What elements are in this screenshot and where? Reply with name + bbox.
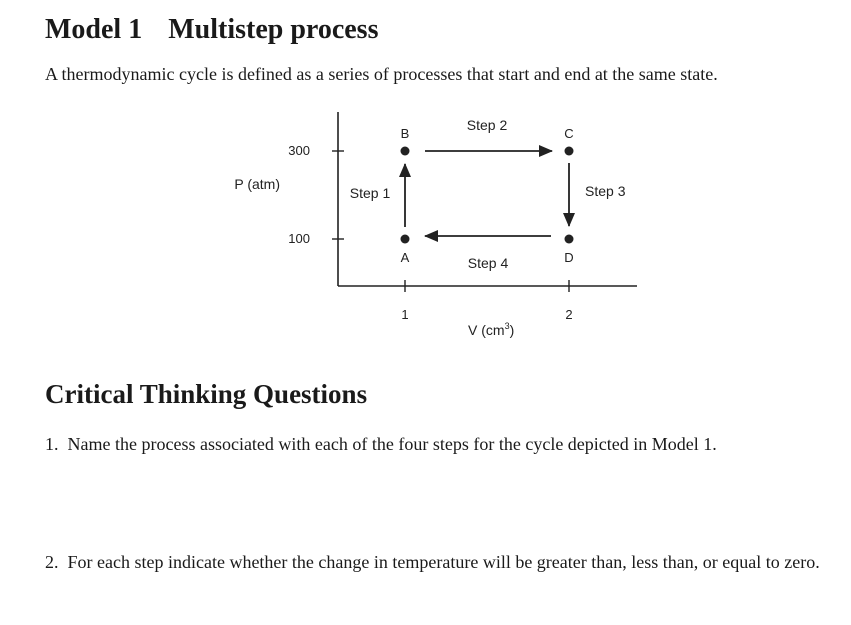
model-title: Multistep process bbox=[168, 14, 379, 45]
y-tick-label-300: 300 bbox=[288, 143, 310, 158]
step-2-label: Step 2 bbox=[467, 117, 508, 133]
question-1-text: Name the process associated with each of… bbox=[67, 434, 717, 454]
model-intro: A thermodynamic cycle is defined as a se… bbox=[45, 64, 718, 84]
y-tick-label-100: 100 bbox=[288, 231, 310, 246]
model-number: Model 1 bbox=[45, 14, 143, 45]
point-label-d: D bbox=[564, 250, 573, 265]
question-1-number: 1. bbox=[45, 434, 59, 454]
critical-thinking-heading: Critical Thinking Questions bbox=[45, 379, 368, 409]
point-c bbox=[564, 146, 574, 156]
x-axis-label: V (cm3) bbox=[468, 321, 514, 338]
point-d bbox=[564, 234, 574, 244]
point-label-c: C bbox=[564, 126, 573, 141]
question-2-text: For each step indicate whether the chang… bbox=[67, 552, 820, 572]
point-a bbox=[400, 234, 410, 244]
y-axis-label: P (atm) bbox=[234, 176, 280, 192]
question-2: 2. For each step indicate whether the ch… bbox=[45, 551, 835, 574]
question-1: 1. Name the process associated with each… bbox=[45, 434, 717, 455]
step-4-label: Step 4 bbox=[468, 255, 509, 271]
point-label-a: A bbox=[401, 250, 410, 265]
step-1-label: Step 1 bbox=[350, 185, 391, 201]
question-2-number: 2. bbox=[45, 552, 59, 572]
point-b bbox=[400, 146, 410, 156]
model-heading: Model 1 Multistep process bbox=[45, 14, 378, 46]
x-tick-label-2: 2 bbox=[565, 307, 572, 322]
x-tick-label-1: 1 bbox=[401, 307, 408, 322]
point-label-b: B bbox=[401, 126, 410, 141]
step-3-label: Step 3 bbox=[585, 183, 626, 199]
